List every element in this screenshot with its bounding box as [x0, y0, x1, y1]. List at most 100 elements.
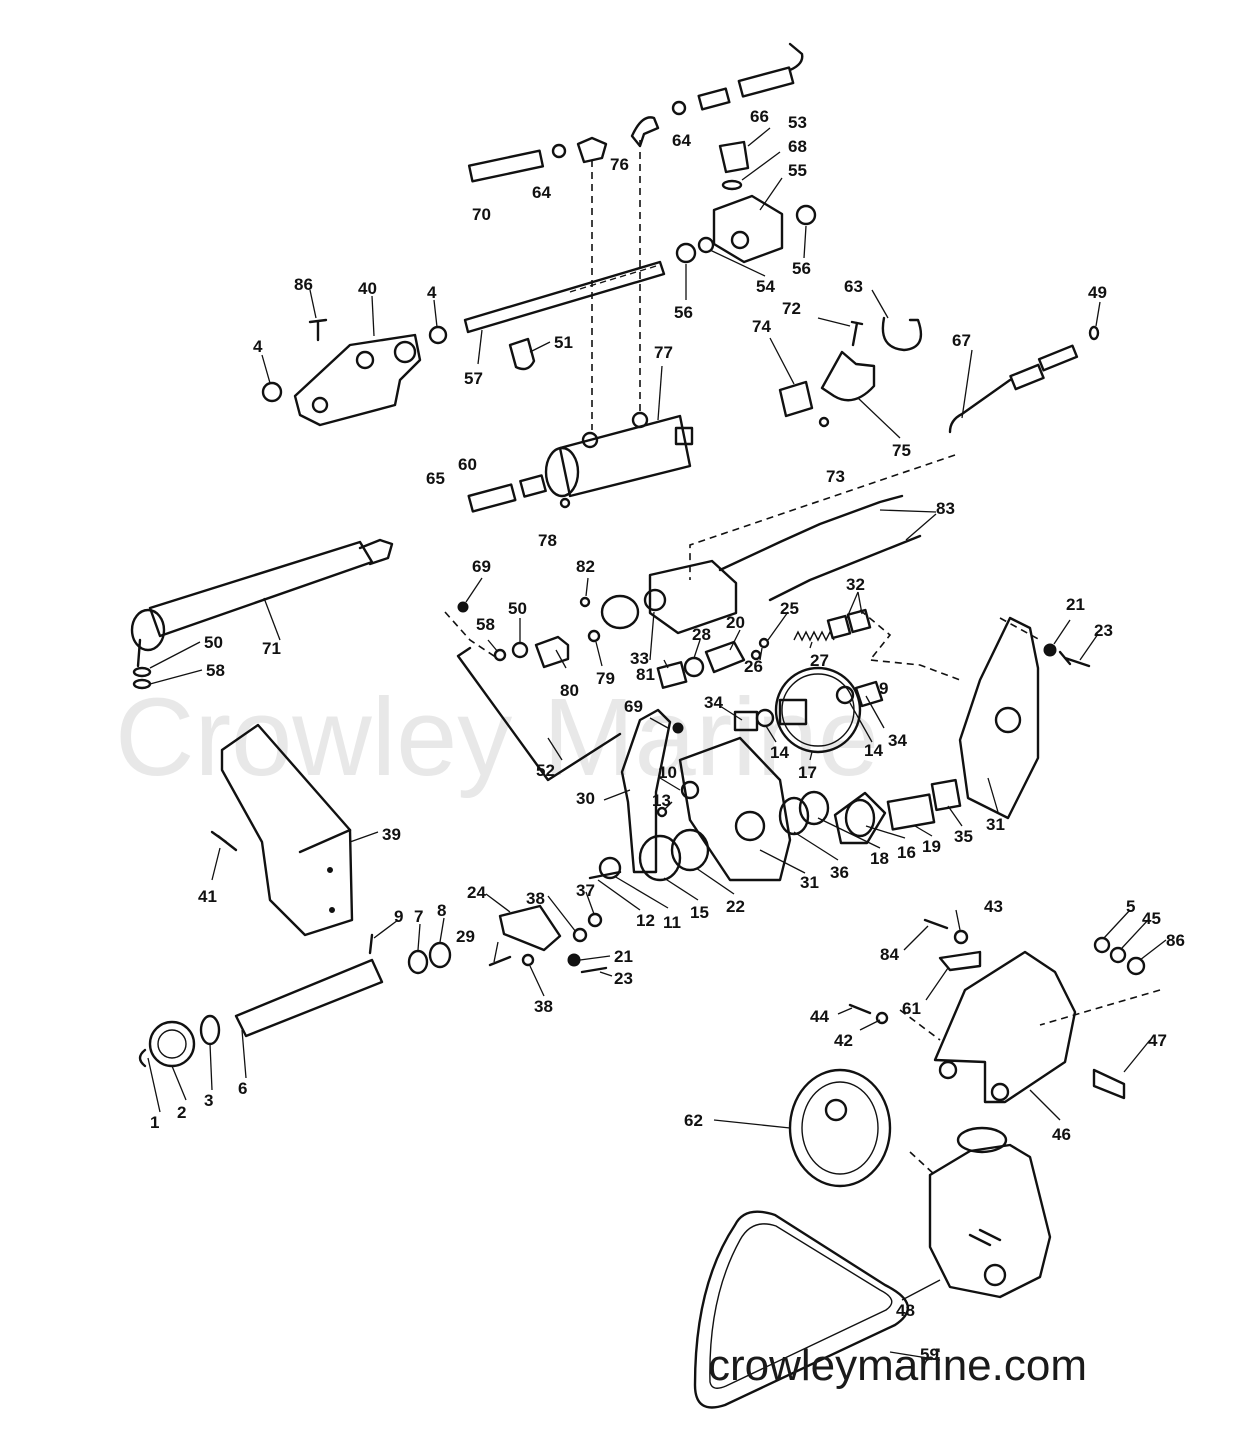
- washer-11: [598, 856, 622, 880]
- callout-62: 62: [684, 1111, 703, 1130]
- callout-24: 24: [467, 883, 486, 902]
- callout-36: 36: [830, 863, 849, 882]
- pin-12: [588, 870, 622, 880]
- callout-83: 83: [936, 499, 955, 518]
- callout-14-right: 14: [864, 741, 883, 760]
- callout-38-lower: 38: [534, 997, 553, 1016]
- washer-68: [721, 179, 743, 191]
- bushing-35: [930, 778, 962, 812]
- callout-labels: 1 2 3 4 4 5 6 7 8 9 9 10 11 12 13 14 14 …: [150, 107, 1185, 1364]
- bushing-74: [778, 380, 814, 418]
- callout-43: 43: [984, 897, 1003, 916]
- fitting-47: [1092, 1068, 1126, 1100]
- callout-69-upper: 69: [472, 557, 491, 576]
- callout-86-left: 86: [294, 275, 313, 294]
- fitting-66: [697, 42, 804, 111]
- callout-4-left: 4: [253, 337, 263, 356]
- rod-57: [463, 260, 666, 334]
- callout-11: 11: [663, 913, 681, 932]
- callout-19: 19: [922, 837, 941, 856]
- washer-50-left: [132, 666, 152, 678]
- arm-30: [620, 708, 672, 874]
- bushing-34-left: [733, 710, 759, 732]
- screw-72: [850, 320, 864, 347]
- callout-39: 39: [382, 825, 401, 844]
- shaft-6: [234, 958, 384, 1038]
- hub-16: [844, 798, 876, 838]
- callout-56-right: 56: [792, 259, 811, 278]
- cylinder-77: [544, 411, 694, 498]
- callout-9-lower: 9: [394, 907, 403, 926]
- tube-60: [519, 474, 547, 498]
- callout-30: 30: [576, 789, 595, 808]
- nut-58-mid: [493, 648, 507, 662]
- callout-40: 40: [358, 279, 377, 298]
- clamp-63: [881, 316, 923, 352]
- callout-77: 77: [654, 343, 673, 362]
- callout-34-right: 34: [888, 731, 907, 750]
- bracket-75: [820, 350, 876, 402]
- callout-29: 29: [456, 927, 475, 946]
- plate-24: [498, 904, 562, 952]
- callout-74: 74: [752, 317, 771, 336]
- cap-53: [718, 140, 750, 174]
- ring-28: [683, 656, 705, 678]
- callout-13: 13: [652, 791, 671, 810]
- ring-15: [638, 834, 682, 882]
- fitting-78: [559, 497, 571, 509]
- callout-66: 66: [750, 107, 769, 126]
- callout-71: 71: [262, 639, 281, 658]
- callout-50-left: 50: [204, 633, 223, 652]
- fitting-80: [534, 635, 570, 669]
- callout-60: 60: [458, 455, 477, 474]
- callout-63: 63: [844, 277, 863, 296]
- callout-35: 35: [954, 827, 973, 846]
- washer-42: [875, 1011, 889, 1025]
- belt-59-inner: [709, 1223, 893, 1389]
- block-55: [712, 194, 784, 264]
- bolt-13: [656, 806, 668, 818]
- callout-46: 46: [1052, 1125, 1071, 1144]
- nut-56-left: [675, 242, 697, 264]
- washer-50-mid: [511, 641, 529, 659]
- callout-5: 5: [1126, 897, 1135, 916]
- clamp-51: [508, 337, 536, 371]
- gear-2: [148, 1020, 196, 1068]
- ring-26: [750, 649, 762, 661]
- callout-34-left: 34: [704, 693, 723, 712]
- callout-81: 81: [636, 665, 655, 684]
- callout-7: 7: [414, 907, 423, 926]
- callout-59: 59: [920, 1345, 939, 1364]
- callout-22: 22: [726, 897, 745, 916]
- callout-17: 17: [798, 763, 817, 782]
- fitting-20: [704, 640, 746, 674]
- callout-1: 1: [150, 1113, 159, 1132]
- callout-69-lower: 69: [624, 697, 643, 716]
- tube-70: [467, 149, 545, 183]
- screw-29: [488, 955, 512, 967]
- callout-78: 78: [538, 531, 557, 550]
- callout-23-lower: 23: [614, 969, 633, 988]
- nut-69-lower: [672, 722, 684, 734]
- callout-38-upper: 38: [526, 889, 545, 908]
- pulley-62: [788, 1068, 892, 1188]
- leader-lines: [147, 127, 1167, 1361]
- nut-86-right: [1126, 956, 1146, 976]
- elbow-76-right: [630, 116, 660, 148]
- callout-9-upper: 9: [879, 679, 888, 698]
- hoses-83: [718, 494, 922, 602]
- nut-4-right: [428, 325, 448, 345]
- callout-4-right: 4: [427, 283, 437, 302]
- callout-8: 8: [437, 901, 446, 920]
- bracket-39: [220, 723, 354, 937]
- callout-54: 54: [756, 277, 775, 296]
- washer-3: [199, 1014, 221, 1046]
- site-url[interactable]: crowleymarine.com: [708, 1341, 1087, 1390]
- bolt-84: [923, 918, 949, 930]
- callout-61: 61: [902, 999, 921, 1018]
- callout-12: 12: [636, 911, 655, 930]
- callout-72: 72: [782, 299, 801, 318]
- callout-79: 79: [596, 669, 615, 688]
- callout-65: 65: [426, 469, 445, 488]
